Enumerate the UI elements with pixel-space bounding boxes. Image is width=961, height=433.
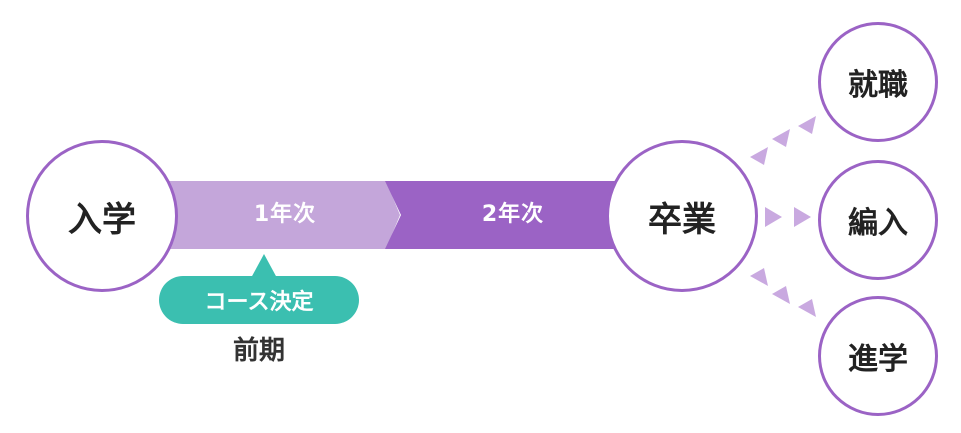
arrow-down-3	[798, 299, 816, 317]
arrow-up-3	[798, 116, 816, 134]
arrow-up-1	[750, 147, 768, 165]
end-node: 卒業	[606, 140, 758, 292]
outcome-transfer: 編入	[818, 160, 938, 280]
outcome-employment: 就職	[818, 22, 938, 142]
year1-label: 1年次	[253, 202, 317, 227]
outcome-further-study: 進学	[818, 296, 938, 416]
year1-band	[150, 181, 400, 249]
badge-pointer	[251, 254, 277, 278]
arrow-down-2	[772, 286, 790, 304]
start-node: 入学	[26, 140, 178, 292]
period-label: 前期	[232, 336, 285, 366]
year2-label: 2年次	[481, 202, 545, 227]
course-decision-badge: コース決定	[159, 276, 359, 324]
arrow-up-2	[772, 129, 790, 147]
arrow-mid-2	[794, 207, 811, 227]
arrow-down-1	[750, 268, 768, 286]
arrow-mid-1	[765, 207, 782, 227]
year2-band	[385, 181, 645, 249]
